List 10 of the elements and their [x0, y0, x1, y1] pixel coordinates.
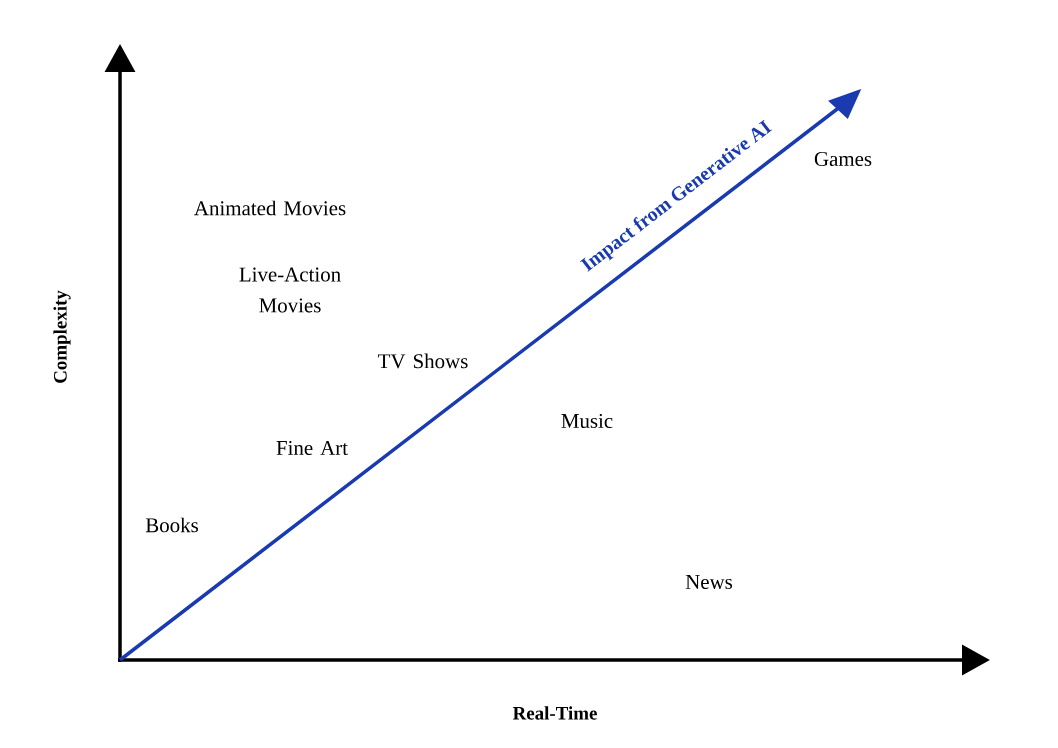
category-label: Fine Art	[276, 440, 348, 455]
category-label: Music	[561, 413, 613, 428]
axis-label: Complexity	[53, 290, 71, 383]
axis-label: Real-Time	[512, 706, 597, 720]
category-label: TV Shows	[378, 353, 468, 369]
category-label: Animated Movies	[194, 200, 346, 216]
category-label: Books	[145, 517, 198, 533]
category-label: News	[685, 575, 733, 589]
category-label: Games	[814, 151, 872, 166]
category-label: Live-Action Movies	[239, 267, 341, 313]
